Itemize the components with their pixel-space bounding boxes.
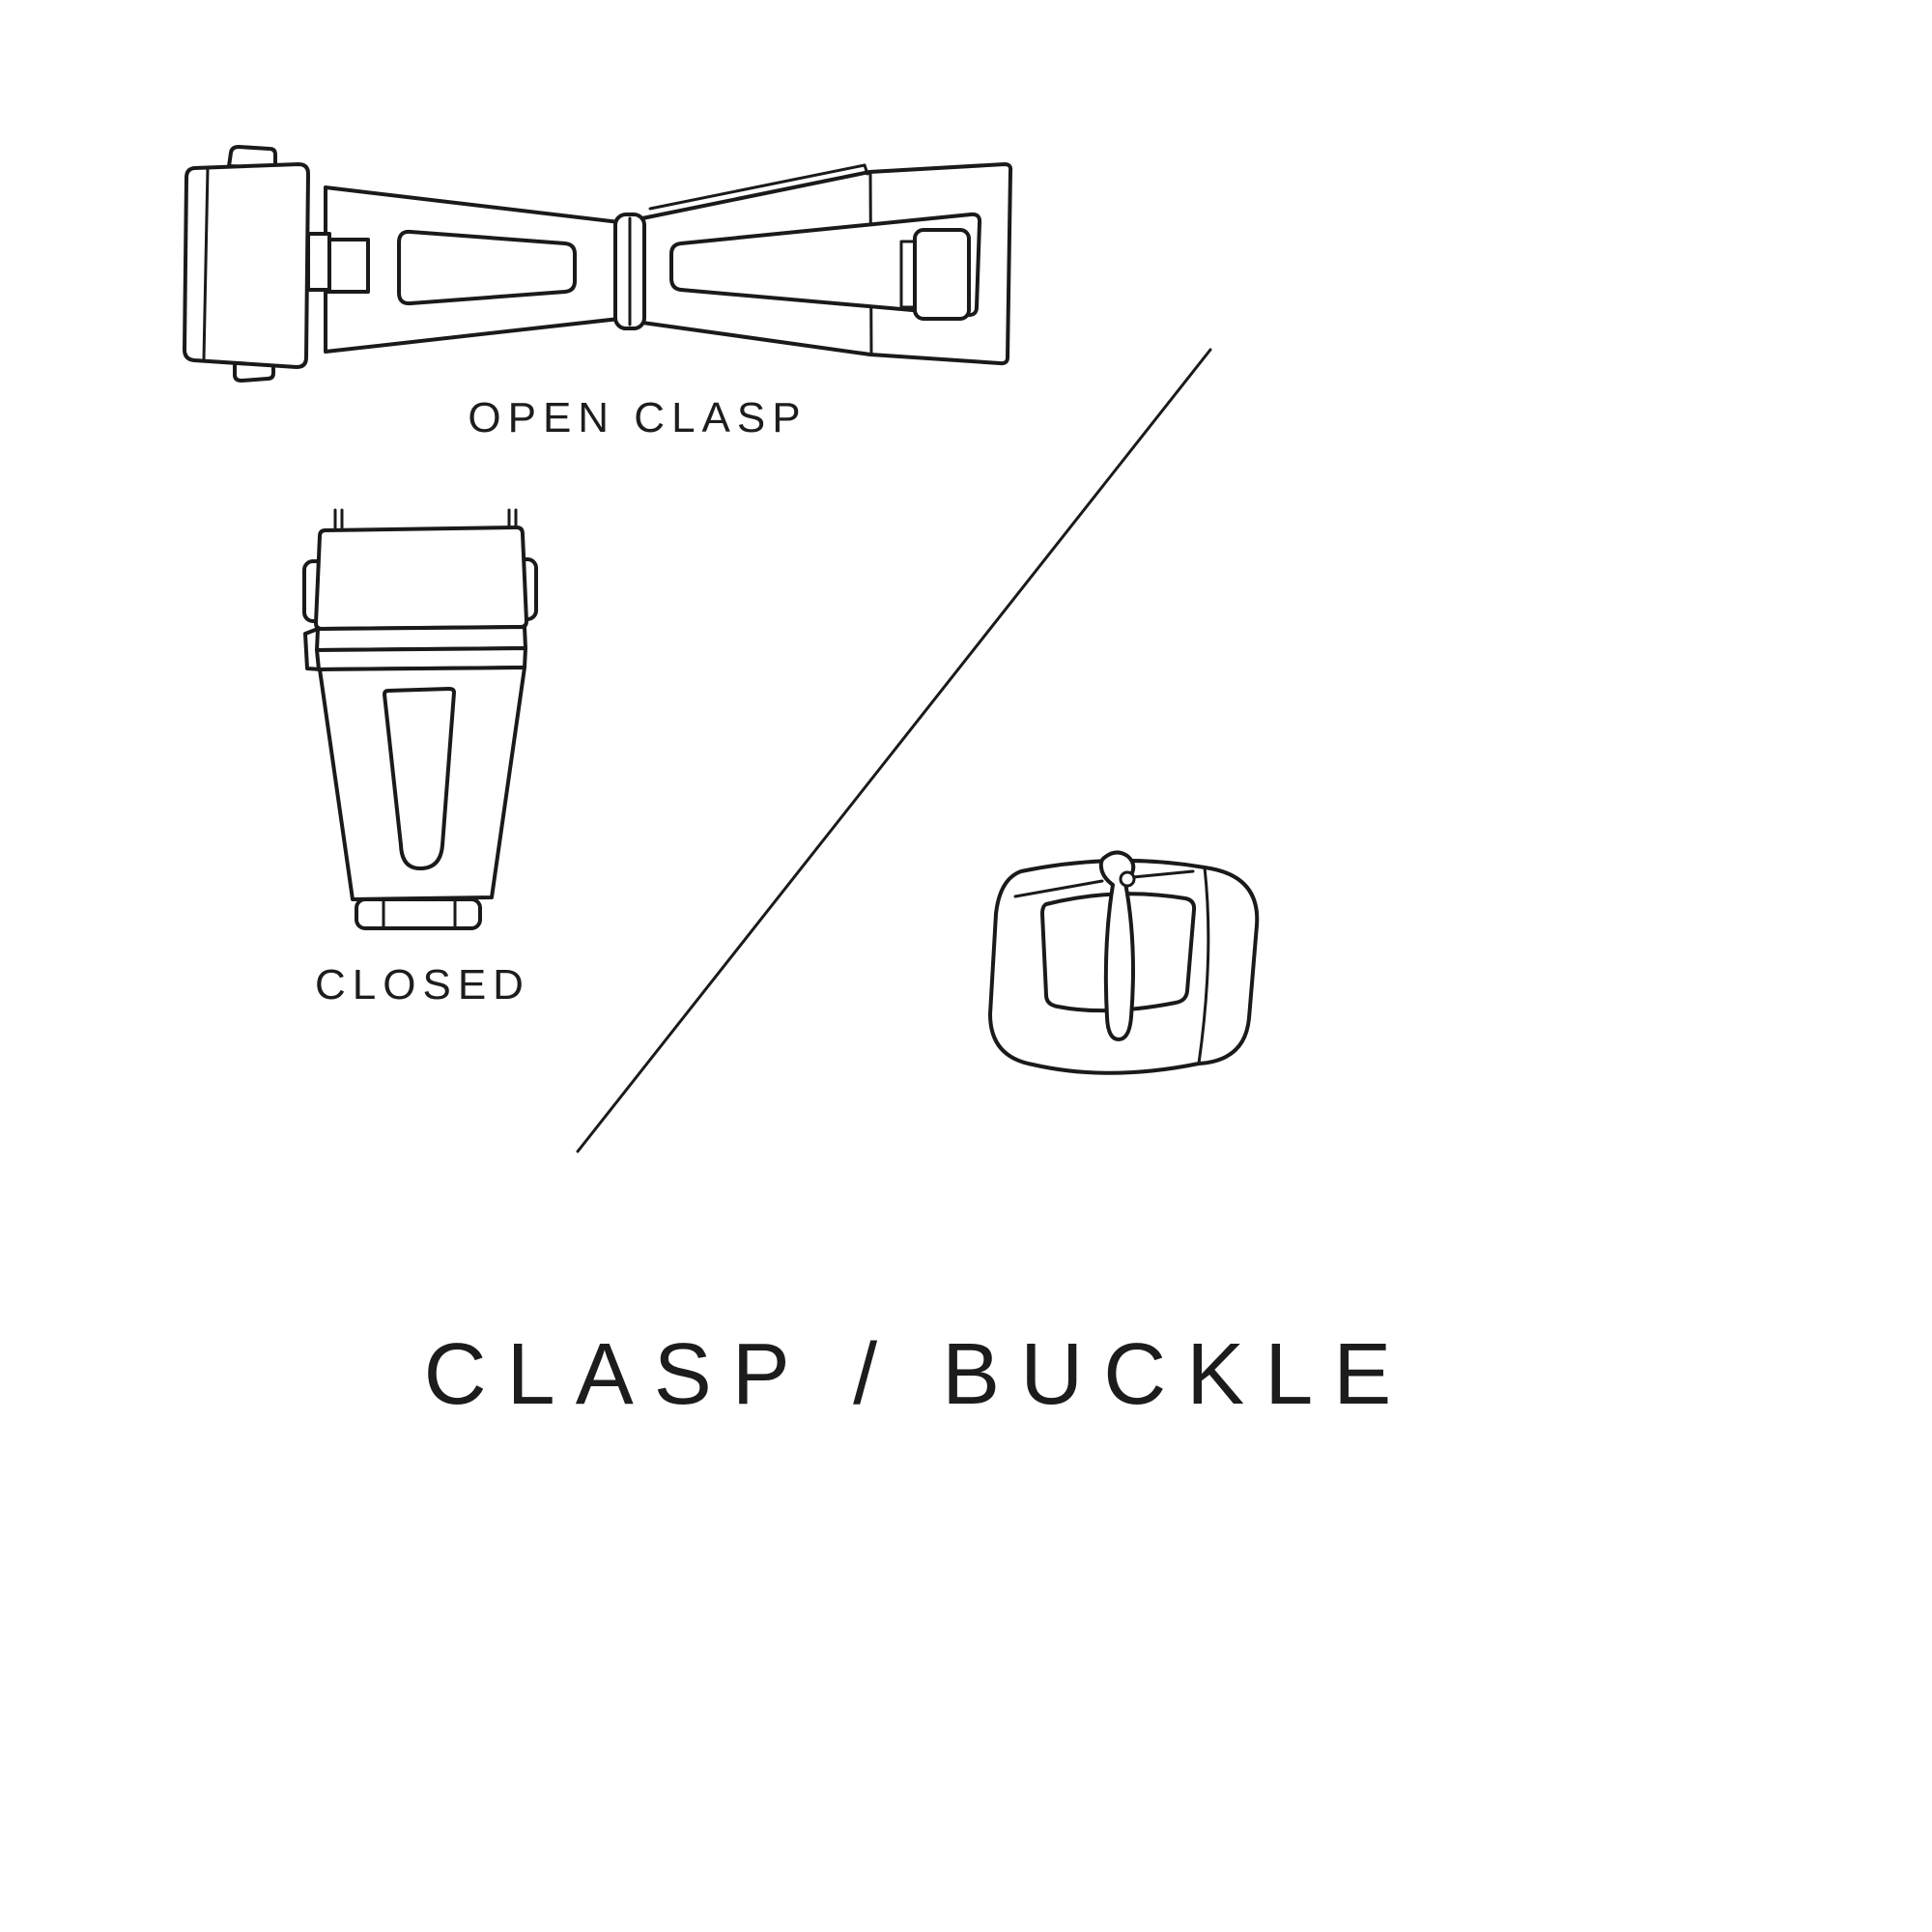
- buckle-illustration: [961, 829, 1290, 1109]
- open-clasp-label: OPEN CLASP: [468, 394, 808, 441]
- open-clasp-drawing: [183, 145, 1013, 383]
- page-title: CLASP / BUCKLE: [423, 1326, 1412, 1423]
- closed-clasp-drawing: [302, 508, 538, 930]
- closed-clasp-illustration: [295, 507, 546, 932]
- closed-clasp-label: CLOSED: [315, 961, 530, 1009]
- open-clasp-illustration: [179, 145, 1014, 386]
- buckle-drawing: [988, 850, 1260, 1075]
